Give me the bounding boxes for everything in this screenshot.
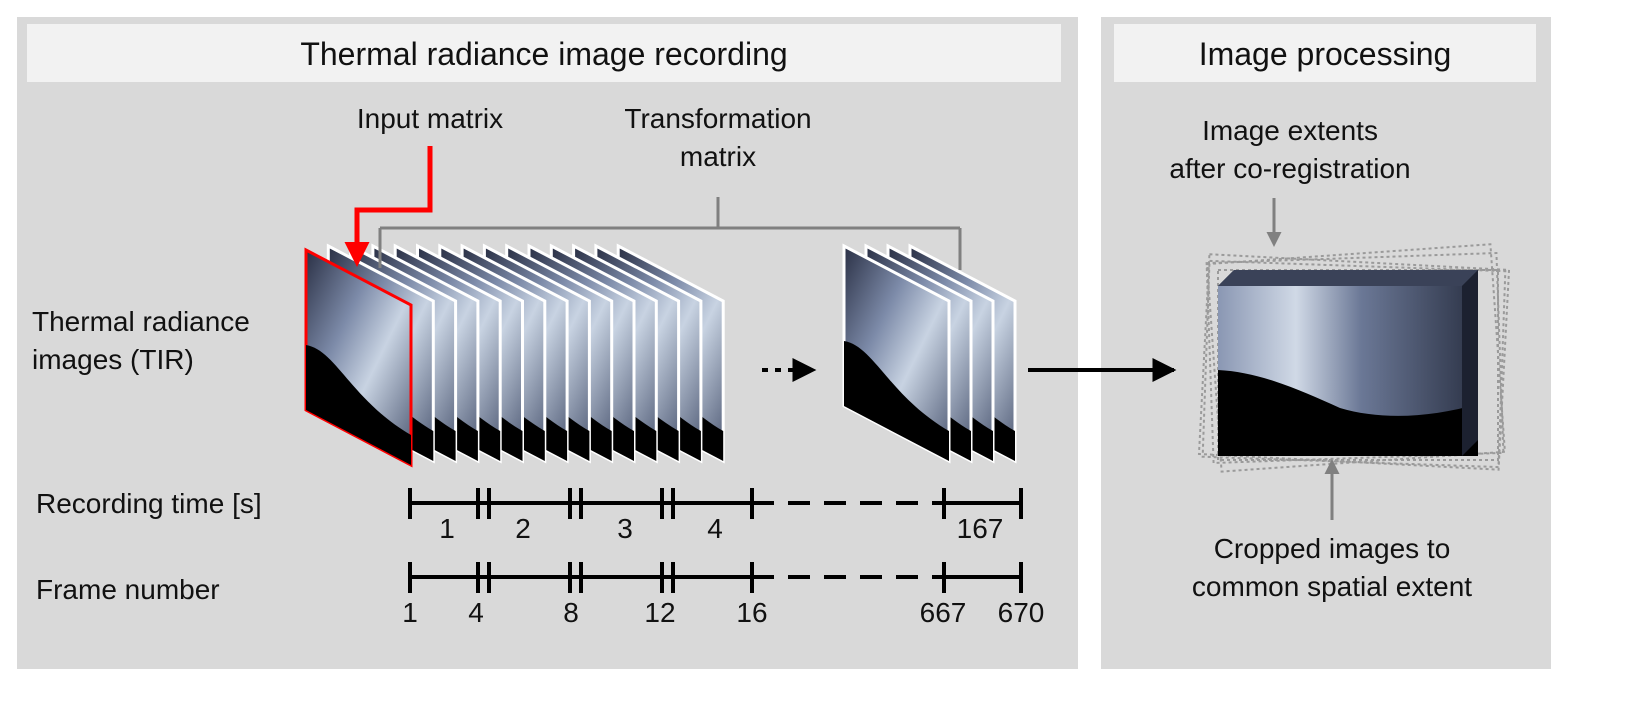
time-tick-label: 4 — [707, 513, 723, 544]
transformation-matrix-label-line2: matrix — [679, 141, 757, 172]
tir-frame-terrain — [844, 341, 949, 461]
frame-stack-2 — [842, 243, 1017, 464]
frame-number-label: Frame number — [36, 574, 220, 605]
time-tick-label: 2 — [515, 513, 531, 544]
time-tick-label: 3 — [617, 513, 633, 544]
cropped-image-cube — [1218, 270, 1478, 456]
frame-tick-label: 8 — [563, 597, 579, 628]
transformation-matrix-label-line1: Transformation — [624, 103, 812, 134]
transformation-bracket — [378, 197, 962, 270]
tir-label-line1: Thermal radiance — [32, 306, 250, 337]
frame-tick-label: 667 — [919, 597, 967, 628]
frame-tick-label: 12 — [644, 597, 676, 628]
frame-stack-1 — [304, 243, 725, 468]
frame-tick-label: 4 — [468, 597, 484, 628]
processing-panel-title: Image processing — [1114, 24, 1536, 82]
tir-frame-input-terrain — [306, 345, 411, 465]
frame-tick-label: 1 — [402, 597, 418, 628]
recording-time-axis — [408, 488, 1023, 519]
time-tick-label: 167 — [956, 513, 1004, 544]
input-matrix-arrow — [344, 146, 433, 267]
tir-label-line2: images (TIR) — [32, 344, 194, 375]
image-extents-label-line1: Image extents — [1202, 115, 1378, 146]
recording-time-label: Recording time [s] — [36, 488, 262, 519]
cropped-images-label-line1: Cropped images to — [1213, 533, 1451, 564]
cropped-images-label-line2: common spatial extent — [1191, 571, 1473, 602]
input-matrix-label: Input matrix — [356, 103, 504, 134]
recording-panel-title: Thermal radiance image recording — [27, 24, 1061, 82]
frame-number-axis — [408, 562, 1023, 593]
frame-tick-label: 16 — [736, 597, 768, 628]
time-tick-label: 1 — [439, 513, 455, 544]
frame-tick-label: 670 — [997, 597, 1045, 628]
image-extents-label-line2: after co-registration — [1169, 153, 1411, 184]
